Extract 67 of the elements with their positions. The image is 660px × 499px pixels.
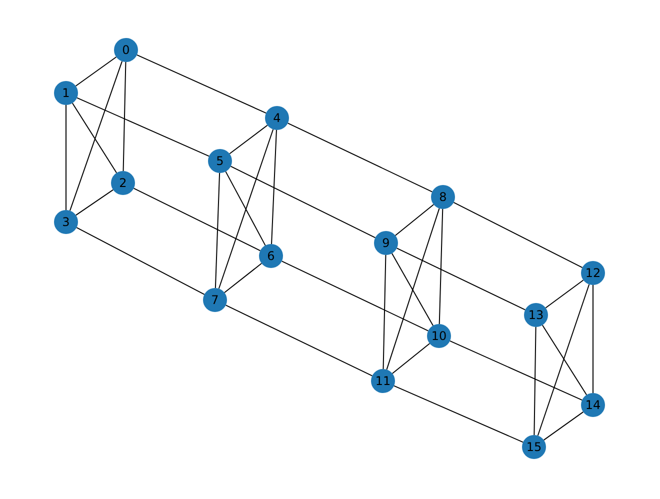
node-label: 1 <box>62 87 70 99</box>
edge-line <box>75 56 117 86</box>
edge-line <box>542 324 588 396</box>
edge-line <box>69 60 123 212</box>
node-label: 9 <box>382 237 390 249</box>
node-label: 4 <box>273 112 281 124</box>
edge-line <box>287 122 433 192</box>
edge-line <box>122 62 126 172</box>
graph-node <box>581 393 605 417</box>
edge-line <box>386 208 440 370</box>
edge-line <box>592 284 594 394</box>
edge-line <box>136 54 267 114</box>
node-label: 7 <box>211 294 219 306</box>
node-label: 12 <box>585 267 601 279</box>
edge-line <box>394 204 434 236</box>
graph-node <box>114 38 138 62</box>
graph-node <box>54 81 78 105</box>
edge-line <box>382 254 386 370</box>
graph-node <box>374 231 398 255</box>
graph-node <box>208 149 232 173</box>
edge-line <box>543 411 584 441</box>
edge-line <box>438 208 444 324</box>
graph-node <box>265 106 289 130</box>
graph-node <box>111 171 135 195</box>
node-label: 14 <box>585 399 601 411</box>
edge-line <box>224 262 262 294</box>
edge-line <box>449 340 583 401</box>
graph-node <box>203 288 227 312</box>
edge-line <box>534 326 536 436</box>
edge-line <box>453 202 583 268</box>
edge-line <box>133 188 261 252</box>
edge-line <box>392 343 430 374</box>
node-label: 10 <box>431 330 447 342</box>
edge-line <box>271 130 277 244</box>
edge-line <box>225 171 266 246</box>
graph-node <box>427 324 451 348</box>
edge-line <box>76 227 205 295</box>
node-label: 11 <box>375 375 391 387</box>
node-label: 6 <box>267 250 275 262</box>
node-label: 5 <box>216 155 224 167</box>
graph-node <box>259 244 283 268</box>
edge-line <box>391 252 434 326</box>
graph-node <box>371 369 395 393</box>
graph-node <box>581 261 605 285</box>
node-label: 3 <box>62 216 70 228</box>
edge-line <box>229 124 268 154</box>
edge-line <box>396 248 526 310</box>
node-label: 13 <box>528 309 544 321</box>
edge-line <box>537 284 590 436</box>
edge-line <box>214 172 220 288</box>
node-label: 15 <box>526 441 542 453</box>
graph-node <box>524 303 548 327</box>
edge-line <box>545 280 584 308</box>
node-label: 2 <box>119 177 127 189</box>
graph-node <box>522 435 546 459</box>
edge-line <box>72 102 118 174</box>
edge-line <box>75 189 114 216</box>
edge-line <box>281 260 429 332</box>
edge-line <box>230 166 376 238</box>
edge-line <box>218 128 274 290</box>
edge-line <box>225 304 373 376</box>
edge-line <box>76 97 210 157</box>
graph-node <box>54 210 78 234</box>
node-label: 8 <box>439 191 447 203</box>
edge-line <box>394 385 524 443</box>
node-label: 0 <box>122 44 130 56</box>
graph-node <box>431 185 455 209</box>
